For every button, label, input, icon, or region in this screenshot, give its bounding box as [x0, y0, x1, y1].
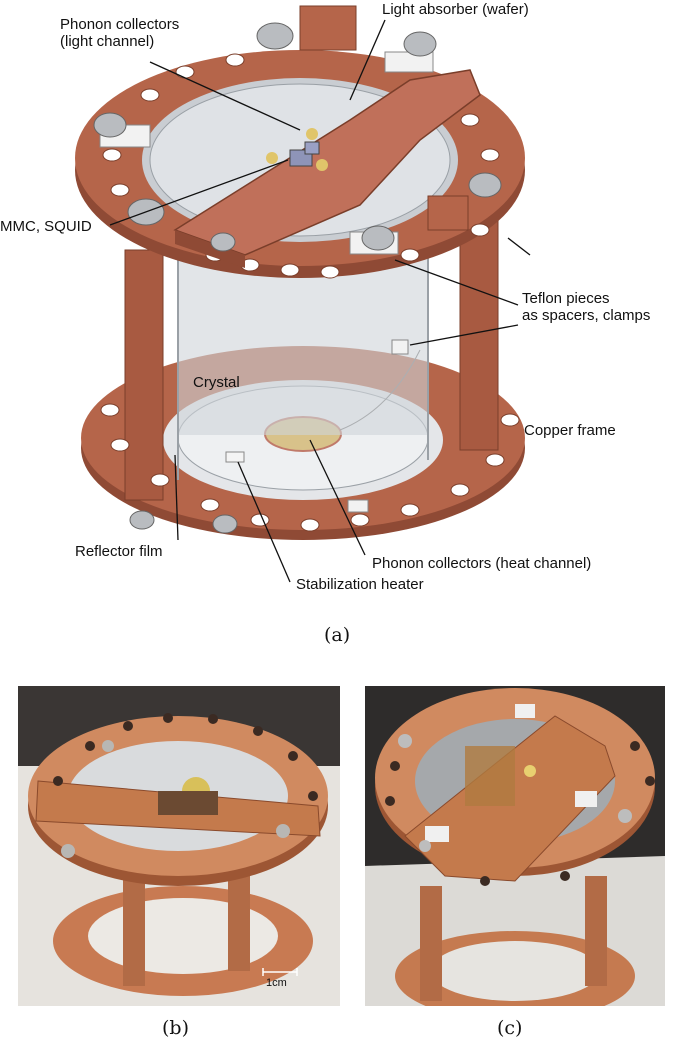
- leader-lines: [109, 19, 531, 583]
- label-mmc-squid: MMC, SQUID: [0, 218, 92, 235]
- caption-b: (b): [162, 1017, 189, 1039]
- copper-bridge: [173, 69, 481, 256]
- label-phonon-collectors-light: Phonon collectors(light channel): [60, 16, 180, 50]
- caption-a: (a): [324, 624, 351, 646]
- scale-bar-label: 1cm: [266, 977, 287, 989]
- ring-holes: [102, 53, 500, 279]
- caption-c: (c): [497, 1017, 523, 1039]
- label-stabilization-heater: Stabilization heater: [296, 576, 424, 593]
- label-crystal: Crystal: [193, 374, 240, 391]
- label-copper-frame: Copper frame: [524, 422, 616, 439]
- photo-b: [18, 686, 340, 1006]
- phonon-collector-light: [306, 128, 318, 140]
- label-phonon-collectors-heat: Phonon collectors (heat channel): [372, 555, 592, 572]
- label-light-absorber: Light absorber (wafer): [382, 1, 529, 18]
- stabilization-heater-pad: [225, 451, 245, 463]
- detector-cad-drawing: [75, 5, 531, 583]
- photo-c: [365, 686, 665, 1006]
- label-reflector-film: Reflector film: [75, 543, 163, 560]
